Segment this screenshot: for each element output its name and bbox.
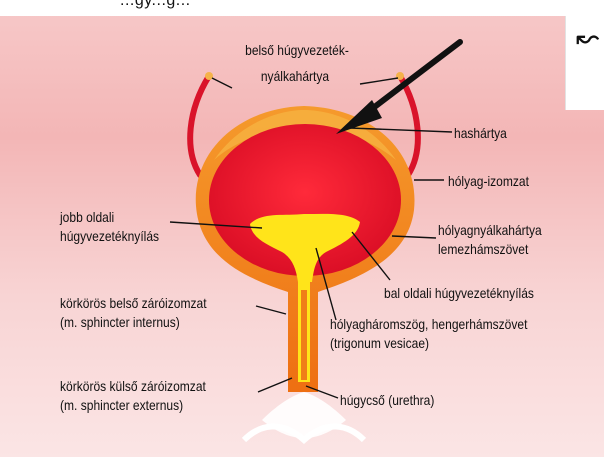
label-internal-sphincter-2: (m. sphincter internus) [60, 314, 180, 330]
label-bladder-mucosa-1: hólyagnyálkahártya [438, 222, 542, 238]
urethra-core [301, 290, 307, 380]
label-detrusor: hólyag-izomzat [448, 173, 529, 189]
label-right-orifice-2: húgyvezetéknyílás [60, 228, 159, 244]
label-right-orifice-1: jobb oldali [60, 209, 114, 225]
label-trigone-2: (trigonum vesicae) [330, 335, 429, 351]
label-external-sphincter-2: (m. sphincter externus) [60, 397, 183, 413]
label-external-sphincter-1: körkörös külső záróizomzat [60, 378, 206, 394]
label-ureter-mucosa-1: belső húgyvezeték- [233, 42, 362, 58]
label-trigone-1: hólyagháromszög, hengerhámszövet [330, 316, 527, 332]
label-urethra: húgycső (urethra) [340, 392, 434, 408]
left-ureter-end [205, 72, 213, 80]
label-ureter-mucosa-2: nyálkahártya [239, 68, 351, 84]
label-internal-sphincter-1: körkörös belső záróizomzat [60, 295, 207, 311]
label-peritoneum: hashártya [454, 125, 507, 141]
label-bladder-mucosa-2: lemezhámszövet [438, 241, 528, 257]
label-left-orifice: bal oldali húgyvezetéknyílás [384, 285, 534, 301]
urethra-base [262, 392, 346, 438]
